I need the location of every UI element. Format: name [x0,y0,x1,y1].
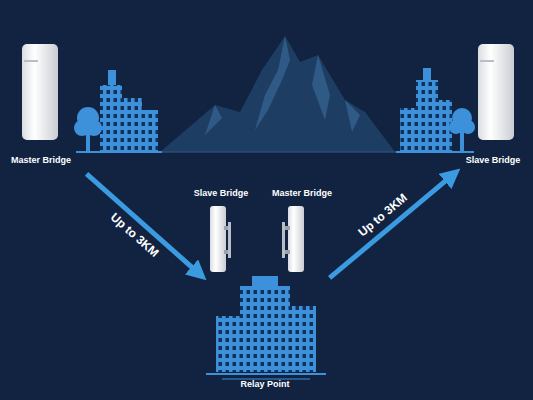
bridge-node: Slave Bridge [456,42,530,166]
bridge-device [478,44,514,140]
mountain [150,36,405,152]
node-label: Master Bridge [271,188,333,199]
link-arrow [330,174,455,278]
node-label: Relay Point [239,379,290,390]
bridge-node: Slave Bridge [188,188,254,268]
bridge-device [210,206,231,272]
city-right [396,68,475,152]
relay-building [206,276,326,379]
city-left [74,70,162,152]
bridge-node: Master Bridge [4,42,78,166]
bridge-node: Relay Point [205,274,325,390]
node-label: Master Bridge [10,155,72,166]
link-arrow [87,174,201,275]
bridge-device [282,206,304,272]
node-label: Slave Bridge [193,188,250,199]
bridge-node: Master Bridge [264,188,340,268]
node-label: Slave Bridge [465,155,522,166]
bridge-device [22,44,58,140]
